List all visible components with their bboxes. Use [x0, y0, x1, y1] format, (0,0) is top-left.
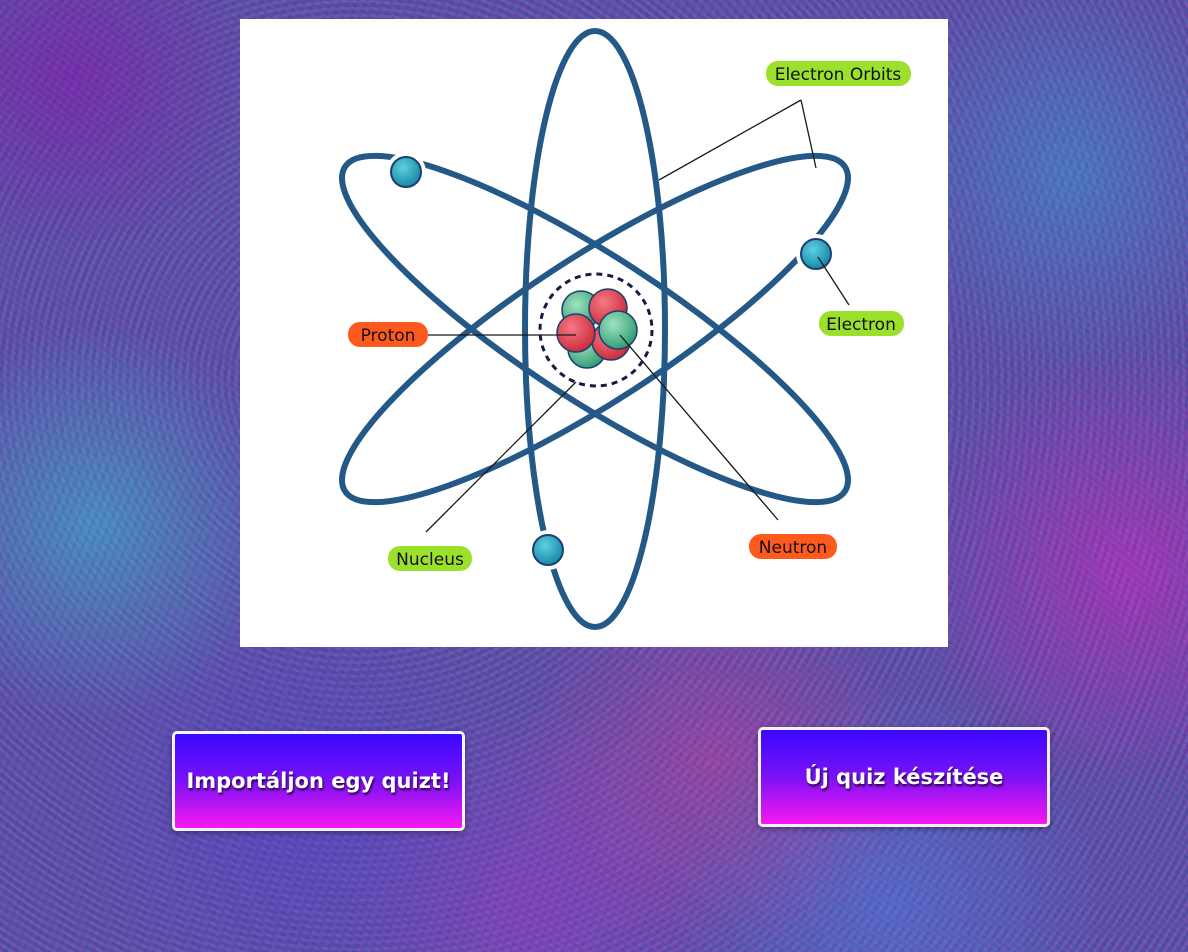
label-electron-orbits: Electron Orbits [766, 61, 911, 86]
svg-text:Electron Orbits: Electron Orbits [775, 65, 902, 85]
svg-text:Electron: Electron [826, 315, 896, 335]
label-neutron: Neutron [749, 534, 837, 559]
orbit-diagonal-b [339, 152, 851, 506]
orbit-diagonal-a [339, 152, 851, 506]
orbit-vertical [522, 28, 668, 630]
new-quiz-label: Új quiz készítése [804, 765, 1004, 789]
electron-top-left [386, 152, 426, 192]
nucleus-particles [556, 288, 638, 369]
svg-text:Proton: Proton [361, 326, 416, 346]
label-electron: Electron [819, 311, 904, 336]
atom-diagram: Electron Orbits Electron Proton Nucleus … [339, 28, 911, 630]
label-proton: Proton [348, 322, 428, 347]
svg-text:Nucleus: Nucleus [396, 550, 464, 570]
new-quiz-button[interactable]: Új quiz készítése [758, 727, 1050, 827]
nucleus-boundary [538, 272, 654, 388]
electron-right [796, 234, 836, 274]
import-quiz-label: Importáljon egy quizt! [186, 769, 451, 793]
electron-bottom [528, 530, 568, 570]
leader-lines [425, 99, 850, 533]
svg-text:Neutron: Neutron [759, 538, 827, 558]
label-nucleus: Nucleus [388, 546, 472, 571]
atom-diagram-panel: Electron Orbits Electron Proton Nucleus … [240, 19, 948, 647]
import-quiz-button[interactable]: Importáljon egy quizt! [172, 731, 465, 831]
